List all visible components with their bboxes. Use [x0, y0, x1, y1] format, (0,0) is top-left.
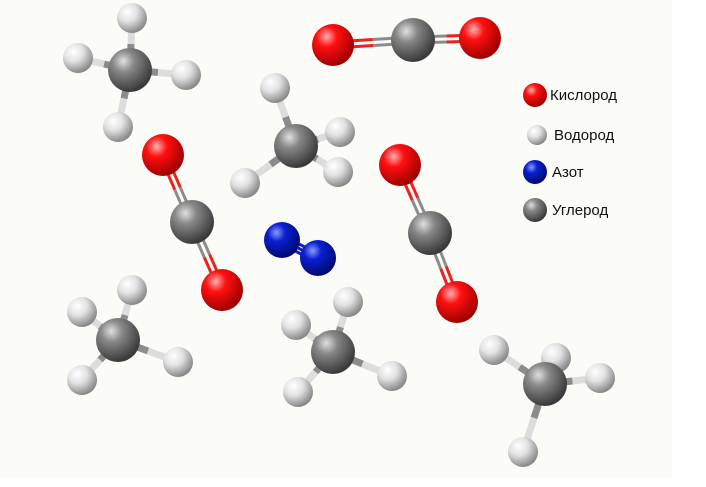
hydrogen-atom: [230, 168, 260, 198]
hydrogen-atom: [260, 73, 290, 103]
oxygen-atom: [379, 144, 421, 186]
oxygen-sphere-icon: [523, 83, 547, 107]
carbon-atom: [170, 200, 214, 244]
hydrogen-atom: [281, 310, 311, 340]
legend-oxygen: Кислород: [522, 82, 617, 108]
hydrogen-atom: [323, 157, 353, 187]
legend-label: Кислород: [550, 86, 617, 104]
nitrogen-sphere-icon: [523, 160, 547, 184]
hydrogen-sphere-icon: [527, 125, 547, 145]
legend-label: Азот: [552, 163, 584, 181]
carbon-atom: [96, 318, 140, 362]
carbon-atom: [274, 124, 318, 168]
hydrogen-atom: [117, 3, 147, 33]
oxygen-atom: [312, 24, 354, 66]
carbon-atom: [408, 211, 452, 255]
carbon-atom: [391, 18, 435, 62]
carbon-atom: [311, 330, 355, 374]
hydrogen-atom: [377, 361, 407, 391]
oxygen-atom: [459, 17, 501, 59]
hydrogen-atom: [63, 43, 93, 73]
hydrogen-atom: [508, 437, 538, 467]
legend-nitrogen: Азот: [522, 159, 584, 185]
oxygen-atom: [142, 134, 184, 176]
oxygen-atom: [201, 269, 243, 311]
oxygen-atom: [436, 281, 478, 323]
carbon-atom: [108, 48, 152, 92]
hydrogen-atom: [117, 275, 147, 305]
legend-hydrogen: Водород: [524, 122, 614, 148]
legend-carbon: Углерод: [522, 197, 608, 223]
hydrogen-atom: [333, 287, 363, 317]
hydrogen-atom: [163, 347, 193, 377]
hydrogen-atom: [585, 363, 615, 393]
hydrogen-atom: [283, 377, 313, 407]
hydrogen-atom: [479, 335, 509, 365]
hydrogen-atom: [67, 297, 97, 327]
hydrogen-atom: [67, 365, 97, 395]
hydrogen-atom: [325, 117, 355, 147]
carbon-atom: [523, 362, 567, 406]
hydrogen-atom: [171, 60, 201, 90]
legend-label: Водород: [554, 126, 615, 144]
hydrogen-atom: [103, 112, 133, 142]
legend-label: Углерод: [552, 201, 609, 219]
carbon-sphere-icon: [523, 198, 547, 222]
nitrogen-atom: [264, 222, 300, 258]
nitrogen-atom: [300, 240, 336, 276]
molecule-scene: [63, 3, 615, 467]
